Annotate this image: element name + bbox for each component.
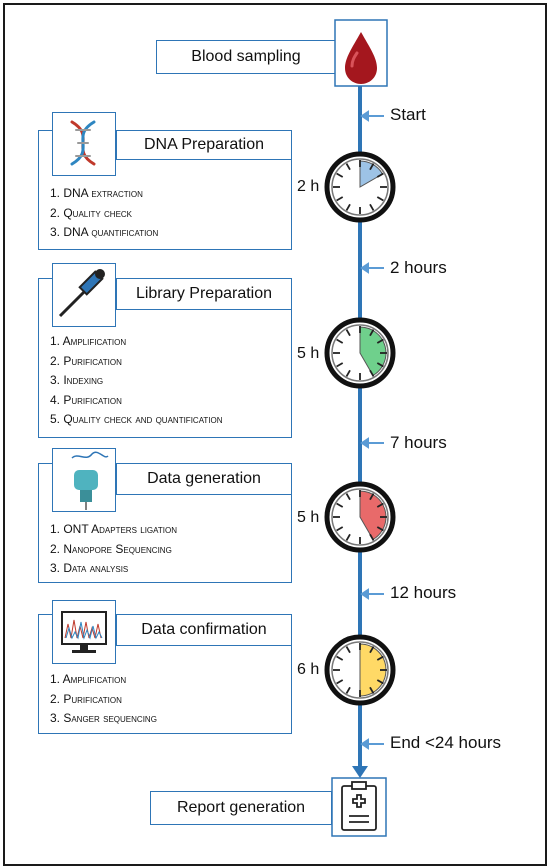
stage-steps-data-confirmation: 1. Amplification 2. Purification 3. Sang… bbox=[50, 670, 157, 729]
pipette-icon bbox=[58, 269, 105, 318]
step-item: 1. Amplification bbox=[50, 672, 127, 686]
arrow-end bbox=[360, 738, 384, 750]
step-item: 2. Quality check bbox=[50, 205, 133, 220]
blood-sampling-label: Blood sampling bbox=[191, 48, 301, 65]
timeline-label-12-hours: 12 hours bbox=[390, 583, 457, 602]
step-item: 2. Nanopore Sequencing bbox=[50, 541, 172, 556]
step-item: 4. Purification bbox=[50, 392, 122, 407]
duration-label-data-confirmation: 6 h bbox=[297, 661, 320, 678]
stage-title-data-generation: Data generation bbox=[116, 463, 292, 495]
stage-steps-library-preparation: 1. Amplification 2. Purification 3. Inde… bbox=[50, 332, 223, 430]
clock-icon bbox=[324, 151, 396, 223]
step-item: 2. Purification bbox=[50, 691, 122, 706]
step-item: 1. Amplification bbox=[50, 334, 127, 348]
step-item: 3. DNA quantification bbox=[50, 225, 159, 239]
step-item: 3. Sanger sequencing bbox=[50, 711, 157, 725]
pipette-icon-box bbox=[52, 263, 116, 327]
timeline-label-7-hours: 7 hours bbox=[390, 433, 447, 452]
duration-label-data-generation: 5 h bbox=[297, 509, 320, 526]
step-item: 3. Data analysis bbox=[50, 561, 129, 575]
clock-icon bbox=[324, 317, 396, 389]
step-item: 2. Purification bbox=[50, 353, 122, 368]
stage-steps-data-generation: 1. ONT Adapters ligation 2. Nanopore Seq… bbox=[50, 520, 177, 579]
step-item: 3. Indexing bbox=[50, 373, 104, 387]
clock-icon bbox=[324, 481, 396, 553]
duration-label-dna-preparation: 2 h bbox=[297, 178, 320, 195]
clock-icon bbox=[324, 634, 396, 706]
timeline-label-2-hours: 2 hours bbox=[390, 258, 447, 277]
figure-frame bbox=[3, 3, 547, 866]
chromatogram-monitor-icon bbox=[61, 611, 107, 653]
medical-report-icon bbox=[341, 781, 377, 831]
duration-label-library-preparation: 5 h bbox=[297, 345, 320, 362]
timeline-label-end: End <24 hours bbox=[390, 733, 502, 752]
arrow-7-hours bbox=[360, 437, 384, 449]
step-item: 1. DNA extraction bbox=[50, 186, 143, 200]
stage-steps-dna-preparation: 1. DNA extraction 2. Quality check 3. DN… bbox=[50, 184, 158, 243]
timeline-arrowhead bbox=[352, 766, 368, 778]
stage-title-library-preparation: Library Preparation bbox=[116, 278, 292, 310]
step-item: 5. Quality check and quantification bbox=[50, 412, 223, 426]
timeline-label-start: Start bbox=[390, 105, 426, 124]
blood-drop-icon bbox=[345, 32, 377, 84]
stage-title-dna-preparation: DNA Preparation bbox=[116, 130, 292, 160]
arrow-start bbox=[360, 110, 384, 122]
arrow-2-hours bbox=[360, 262, 384, 274]
report-generation-label: Report generation bbox=[176, 799, 306, 816]
dna-icon bbox=[70, 120, 96, 166]
blood-sampling-box: Blood sampling bbox=[156, 40, 336, 74]
arrow-12-hours bbox=[360, 588, 384, 600]
stage-title-data-confirmation: Data confirmation bbox=[116, 614, 292, 646]
step-item: 1. ONT Adapters ligation bbox=[50, 522, 177, 536]
nanopore-sequencer-icon bbox=[71, 451, 109, 510]
report-generation-box: Report generation bbox=[150, 791, 332, 825]
